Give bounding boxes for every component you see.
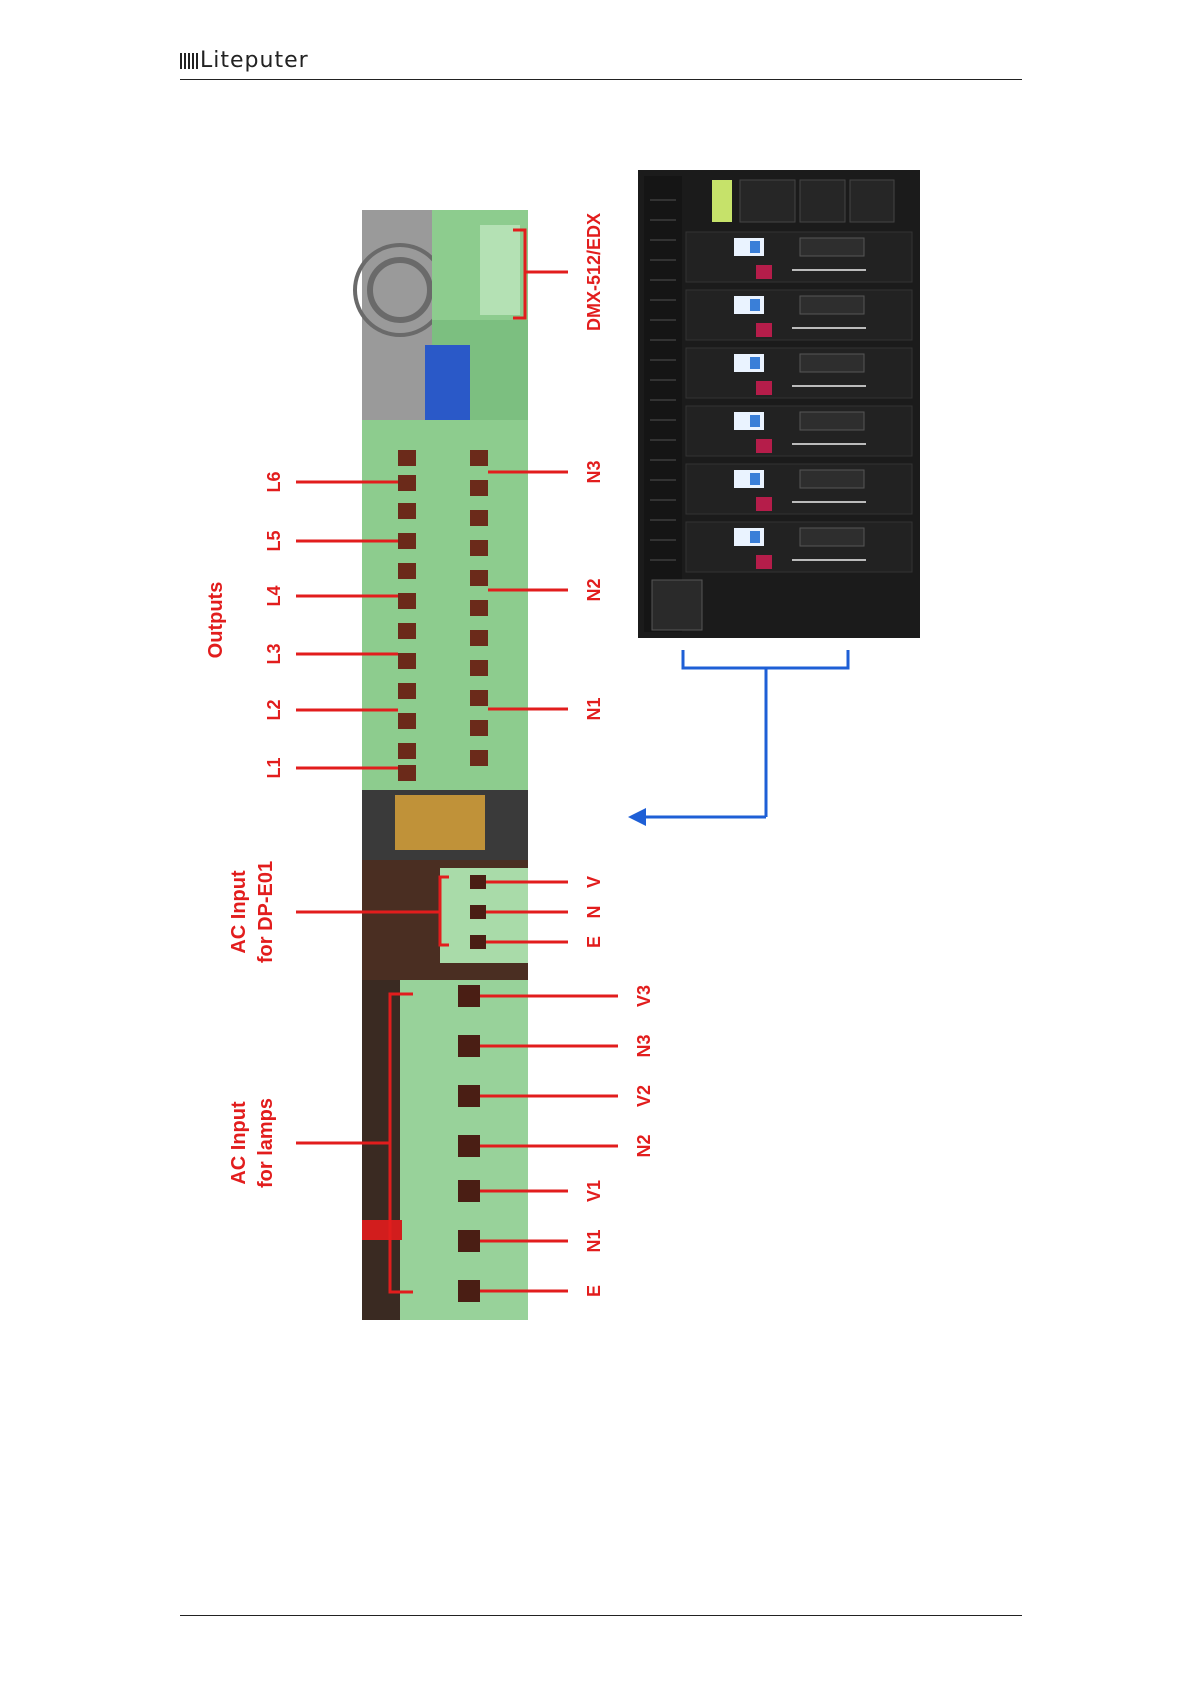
- label-ac-dp-line1: AC Input: [228, 870, 250, 954]
- label-n1-bottom: N1: [584, 1229, 604, 1252]
- label-e-top: E: [584, 936, 604, 948]
- rack-unit-illustration: [638, 170, 920, 638]
- label-n3-bottom: N3: [634, 1034, 654, 1057]
- label-n3-top: N3: [584, 460, 604, 483]
- arrow-head-icon: [628, 808, 646, 826]
- label-ac-lamps-line2: for lamps: [255, 1098, 277, 1188]
- label-v3: V3: [634, 985, 654, 1007]
- label-n1-top: N1: [584, 697, 604, 720]
- terminal-board-photo: [355, 210, 528, 1320]
- label-v: V: [584, 876, 604, 888]
- label-v2: V2: [634, 1085, 654, 1107]
- label-n2-bottom: N2: [634, 1134, 654, 1157]
- label-l1: L1: [264, 757, 284, 778]
- label-l5: L5: [264, 530, 284, 551]
- label-outputs: Outputs: [205, 582, 227, 659]
- label-l4: L4: [264, 585, 284, 606]
- label-v1: V1: [584, 1180, 604, 1202]
- label-l3: L3: [264, 643, 284, 664]
- label-ac-lamps-line1: AC Input: [228, 1101, 250, 1185]
- label-e-bottom: E: [584, 1285, 604, 1297]
- label-l6: L6: [264, 471, 284, 492]
- label-l2: L2: [264, 699, 284, 720]
- label-n2-top: N2: [584, 578, 604, 601]
- label-ac-dp-line2: for DP-E01: [255, 861, 277, 963]
- rack-pointer-arrow: [642, 650, 848, 817]
- label-dmx: DMX-512/EDX: [584, 213, 604, 331]
- label-n: N: [584, 906, 604, 919]
